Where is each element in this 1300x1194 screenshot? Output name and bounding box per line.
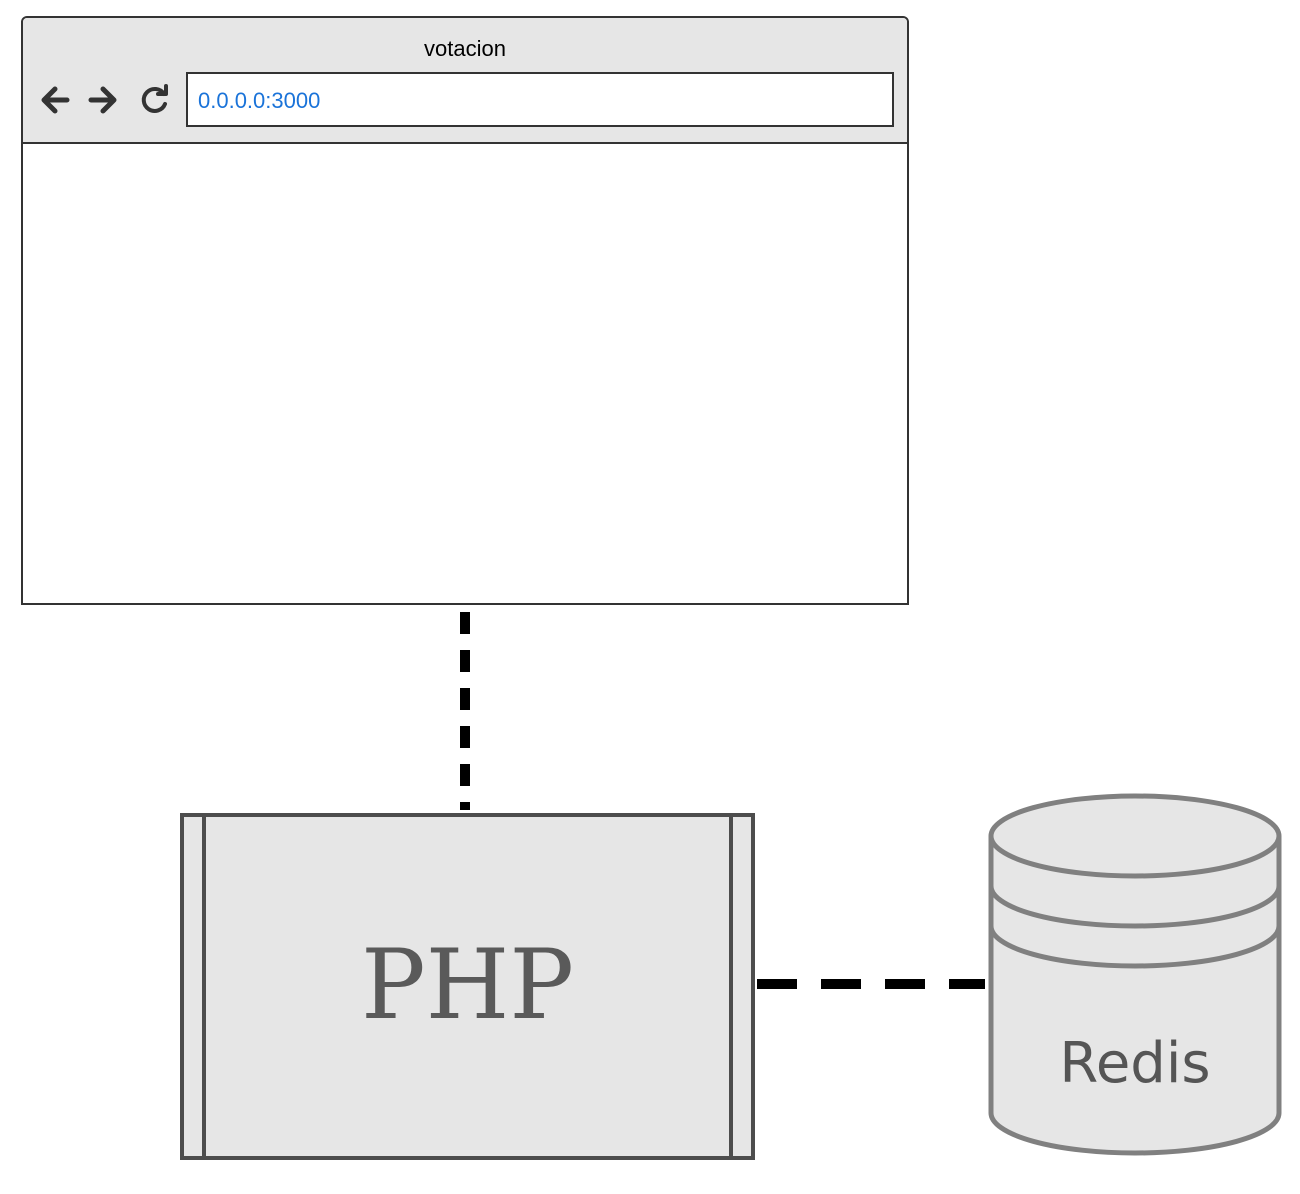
php-label: PHP <box>361 929 574 1041</box>
reload-icon[interactable] <box>137 82 173 118</box>
forward-arrow-icon[interactable] <box>85 82 121 118</box>
php-server-box: PHP <box>180 813 755 1160</box>
browser-header: votacion 0.0.0.0:3000 <box>23 18 907 144</box>
php-box-left-bar <box>202 817 206 1156</box>
browser-title: votacion <box>424 36 506 61</box>
redis-database: Redis <box>985 793 1285 1183</box>
address-text: 0.0.0.0:3000 <box>198 88 321 113</box>
php-box-right-bar <box>729 817 733 1156</box>
database-cylinder-icon <box>988 793 1282 1156</box>
browser-window: votacion 0.0.0.0:3000 <box>21 16 909 605</box>
address-bar[interactable]: 0.0.0.0:3000 <box>186 72 894 127</box>
back-arrow-icon[interactable] <box>37 82 73 118</box>
redis-label: Redis <box>1059 1031 1211 1096</box>
